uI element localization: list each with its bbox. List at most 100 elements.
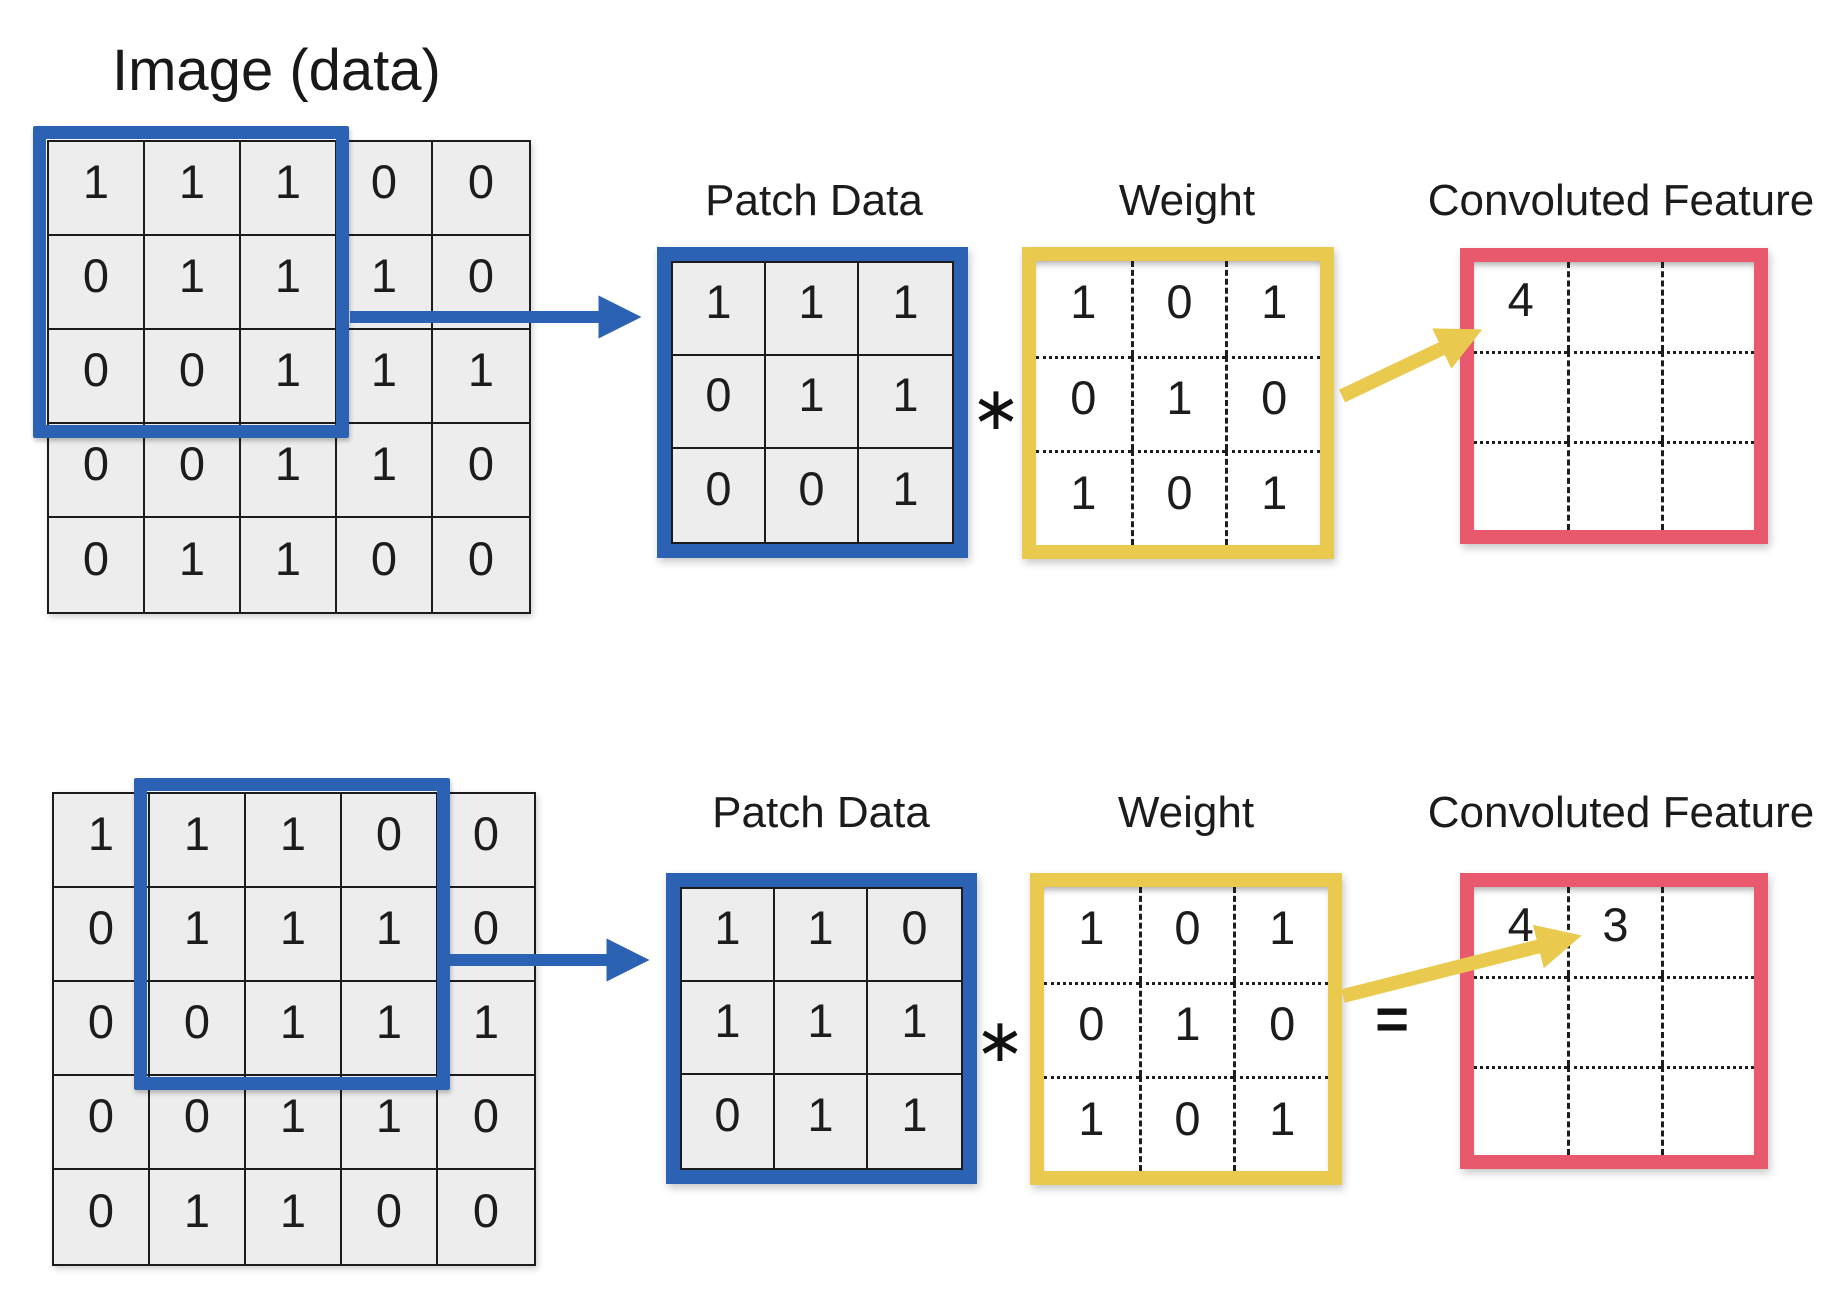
matrix-cell-r2c2: 1 [150, 888, 246, 982]
matrix-cell-r1c2: 1 [775, 889, 868, 982]
matrix-cell-r2c2: 1 [775, 982, 868, 1075]
matrix-cell-r1c4: 0 [342, 794, 438, 888]
convoluted-feature-matrix-top: 4 [1474, 262, 1754, 530]
matrix-cell-r3c3: 1 [1233, 1076, 1328, 1171]
matrix-cell-r3c1: 0 [54, 982, 150, 1076]
matrix-cell-r2c3: 1 [241, 236, 337, 330]
matrix-cell-r2c2 [1567, 351, 1661, 441]
matrix-cell-r1c3 [1660, 887, 1754, 977]
matrix-cell-r2c4: 1 [342, 888, 438, 982]
matrix-cell-r3c3: 1 [868, 1075, 961, 1168]
weight-label-bottom: Weight [1117, 788, 1255, 837]
convoluted-feature-label-bottom: Convoluted Feature [1427, 788, 1815, 837]
matrix-cell-r4c5: 0 [433, 424, 529, 518]
matrix-cell-r4c3: 1 [241, 424, 337, 518]
patch-data-label-top: Patch Data [705, 176, 923, 225]
matrix-cell-r2c2: 1 [1130, 355, 1226, 451]
matrix-cell-r4c4: 1 [342, 1076, 438, 1170]
matrix-cell-r5c5: 0 [433, 518, 529, 612]
matrix-cell-r2c1 [1474, 976, 1568, 1065]
image-data-title: Image (data) [112, 38, 441, 103]
matrix-cell-r1c1: 1 [682, 889, 775, 982]
matrix-cell-r4c1: 0 [49, 424, 145, 518]
matrix-cell-r5c3: 1 [241, 518, 337, 612]
matrix-cell-r1c1: 1 [54, 794, 150, 888]
matrix-cell-r2c3: 1 [859, 356, 952, 449]
matrix-cell-r5c1: 0 [54, 1170, 150, 1264]
equals-sign: = [1375, 987, 1409, 1052]
matrix-cell-r2c2: 1 [766, 356, 859, 449]
matrix-cell-r3c5: 1 [433, 330, 529, 424]
matrix-cell-r2c3: 0 [1233, 981, 1328, 1077]
matrix-cell-r5c4: 0 [342, 1170, 438, 1264]
matrix-cell-r2c5: 0 [438, 888, 534, 982]
matrix-cell-r2c2: 1 [145, 236, 241, 330]
matrix-cell-r2c3 [1660, 976, 1754, 1066]
matrix-cell-r3c2 [1567, 440, 1661, 530]
matrix-cell-r3c3: 1 [1225, 450, 1320, 545]
matrix-cell-r4c2: 0 [150, 1076, 246, 1170]
result-arrow-top [1338, 328, 1483, 403]
matrix-cell-r2c3 [1660, 351, 1754, 441]
matrix-cell-r2c1: 0 [49, 236, 145, 330]
matrix-cell-r1c1: 1 [49, 142, 145, 236]
matrix-cell-r3c2: 0 [1130, 450, 1226, 545]
matrix-cell-r4c3: 1 [246, 1076, 342, 1170]
matrix-cell-r3c4: 1 [342, 982, 438, 1076]
matrix-cell-r1c3 [1660, 262, 1754, 352]
matrix-cell-r3c1: 0 [673, 449, 766, 542]
matrix-cell-r3c3 [1660, 1065, 1754, 1155]
convolution-operator-top: ∗ [970, 374, 1022, 444]
matrix-cell-r1c3: 1 [1225, 261, 1320, 356]
matrix-cell-r3c3 [1660, 440, 1754, 530]
matrix-cell-r1c3: 1 [859, 263, 952, 356]
convoluted-feature-frame-top: 4 [1460, 248, 1768, 544]
weight-label-top: Weight [1118, 176, 1256, 225]
matrix-cell-r4c4: 1 [337, 424, 433, 518]
matrix-cell-r4c2: 0 [145, 424, 241, 518]
matrix-cell-r1c3: 0 [868, 889, 961, 982]
matrix-cell-r3c2: 0 [1138, 1076, 1234, 1171]
matrix-cell-r5c2: 1 [145, 518, 241, 612]
matrix-cell-r5c2: 1 [150, 1170, 246, 1264]
matrix-cell-r1c3: 1 [241, 142, 337, 236]
matrix-cell-r1c1: 1 [1078, 900, 1105, 954]
matrix-cell-r1c4: 0 [337, 142, 433, 236]
matrix-cell-r4c1: 0 [54, 1076, 150, 1170]
matrix-cell-r3c1 [1474, 1065, 1568, 1155]
matrix-cell-r3c3: 1 [241, 330, 337, 424]
matrix-cell-r5c1: 0 [49, 518, 145, 612]
matrix-cell-r1c2: 1 [150, 794, 246, 888]
matrix-cell-r3c2: 0 [145, 330, 241, 424]
matrix-cell-r3c3: 1 [859, 449, 952, 542]
matrix-cell-r1c3: 1 [246, 794, 342, 888]
patch-data-label-bottom: Patch Data [712, 788, 930, 837]
matrix-cell-r3c1 [1474, 440, 1568, 530]
matrix-cell-r3c3: 1 [246, 982, 342, 1076]
matrix-cell-r3c1: 0 [682, 1075, 775, 1168]
matrix-cell-r2c1: 0 [1036, 355, 1131, 451]
matrix-cell-r2c4: 1 [337, 236, 433, 330]
convoluted-feature-label-top: Convoluted Feature [1427, 176, 1815, 225]
matrix-cell-r1c1: 1 [1070, 274, 1097, 328]
matrix-cell-r1c1: 4 [1507, 898, 1534, 952]
matrix-cell-r1c2: 0 [1130, 261, 1226, 356]
matrix-cell-r1c1: 4 [1507, 273, 1534, 327]
matrix-cell-r3c2: 0 [766, 449, 859, 542]
matrix-cell-r2c3: 1 [868, 982, 961, 1075]
matrix-cell-r1c2: 1 [766, 263, 859, 356]
matrix-cell-r2c1: 0 [1044, 981, 1139, 1077]
matrix-cell-r3c4: 1 [337, 330, 433, 424]
matrix-cell-r3c1: 1 [1036, 450, 1131, 545]
convolution-operator-bottom: ∗ [974, 1006, 1026, 1076]
matrix-cell-r1c2: 0 [1138, 887, 1234, 982]
